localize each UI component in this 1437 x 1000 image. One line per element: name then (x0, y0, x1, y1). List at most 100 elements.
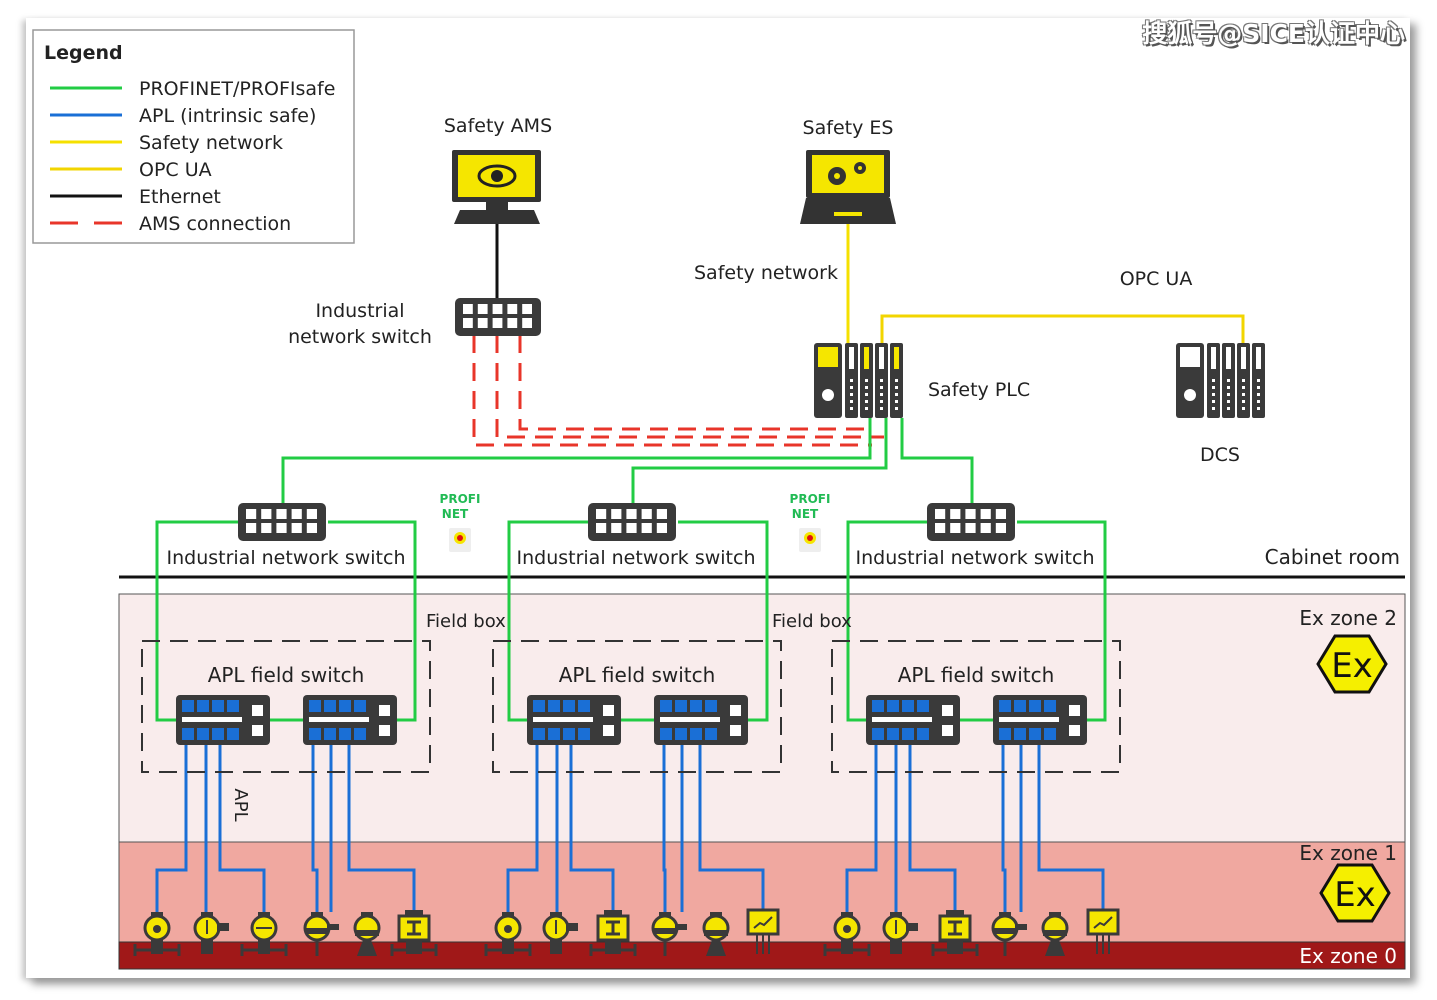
plc-led (1257, 400, 1260, 403)
plc-led (850, 407, 853, 410)
opcua-label: OPC UA (1120, 268, 1193, 290)
switch-port (656, 523, 667, 533)
apl-port (1014, 728, 1026, 740)
apl-port (309, 728, 321, 740)
temperature-transmitter-icon (193, 912, 229, 954)
plc-display (818, 347, 838, 367)
profinet-ring-link (328, 520, 417, 722)
apl-port (675, 728, 687, 740)
plc-module-slot (1211, 347, 1216, 369)
apl-switch-bar (660, 717, 720, 722)
field-box-label: Field box (426, 611, 506, 632)
apl-port (182, 700, 194, 712)
safety-es-node: Safety ES (800, 117, 896, 224)
flow-meter-icon (133, 912, 181, 956)
field-devices (133, 908, 1120, 956)
switch-body (588, 503, 676, 541)
plc-led (1227, 379, 1230, 382)
plc-led (1227, 407, 1230, 410)
laptop-trackpad (834, 212, 862, 216)
plc-led (1257, 393, 1260, 396)
links (155, 222, 1245, 912)
apl-field-switch (654, 695, 748, 745)
plc-led (1242, 379, 1245, 382)
ex-symbol-text: Ex (1334, 875, 1376, 915)
switch-port (477, 304, 488, 314)
plc-module-slot (1226, 347, 1231, 369)
switch-body (238, 503, 326, 541)
switch-port (306, 523, 317, 533)
switch-port (980, 509, 991, 519)
legend-label: OPC UA (139, 159, 212, 181)
laptop-base (800, 198, 896, 224)
profinet-logo: PROFINET (440, 492, 481, 552)
switch-port (950, 523, 961, 533)
switch-port (507, 304, 518, 314)
plc-module-slot (1256, 347, 1261, 369)
profinet-logo-line2: NET (792, 507, 819, 521)
profinet-link (900, 418, 974, 505)
switch-body (455, 298, 541, 336)
gears-icon (828, 162, 866, 185)
plc-led (865, 393, 868, 396)
ams-connection-link (518, 335, 868, 431)
level-radar-icon (991, 912, 1027, 956)
apl-port (227, 728, 239, 740)
field-box-outline (492, 640, 782, 773)
apl-port (533, 728, 545, 740)
apl-switch-led (603, 705, 614, 716)
apl-port (197, 728, 209, 740)
flow-mag-icon (931, 910, 979, 956)
switch-port (306, 509, 317, 519)
cabinet-network-switch (927, 503, 1015, 541)
apl-port (690, 700, 702, 712)
switch-port (261, 523, 272, 533)
switch-port (656, 509, 667, 519)
apl-port (578, 728, 590, 740)
apl-port (902, 700, 914, 712)
apl-port (872, 700, 884, 712)
flow-mag-icon (589, 910, 637, 956)
switch-port (611, 509, 622, 519)
switch-port (596, 523, 607, 533)
plc-module-slot (849, 347, 854, 369)
plc-led (880, 379, 883, 382)
switch-port (276, 523, 287, 533)
apl-field-switch-label: APL field switch (898, 663, 1055, 687)
profinet-logo-line1: PROFI (440, 492, 481, 506)
apl-label: APL (230, 788, 251, 821)
plc-module-slot (1241, 347, 1246, 369)
apl-switch-led (1069, 705, 1080, 716)
apl-port (339, 700, 351, 712)
switch-port (463, 304, 473, 314)
apl-port (548, 700, 560, 712)
zone2-label: Ex zone 2 (1299, 606, 1397, 630)
legend-item-ams: AMS connection (50, 213, 291, 235)
apl-link (908, 745, 957, 912)
cabinet-network-switch (588, 503, 676, 541)
switch-port (522, 318, 532, 328)
legend-item-opcua: OPC UA (50, 159, 212, 181)
apl-port (999, 700, 1011, 712)
apl-port (533, 700, 545, 712)
switch-port (492, 318, 503, 328)
opcua-link (880, 314, 1245, 345)
switch-port (246, 523, 257, 533)
plc-led (880, 393, 883, 396)
plc-button (1184, 389, 1196, 401)
apl-field-switch (527, 695, 621, 745)
legend-item-apl: APL (intrinsic safe) (50, 105, 316, 127)
plc-led (1257, 379, 1260, 382)
switch-port (463, 318, 473, 328)
apl-link (845, 745, 878, 912)
plc-led (850, 393, 853, 396)
switch-body (927, 503, 1015, 541)
plc-led (1212, 400, 1215, 403)
top-switch-label: Industrial (315, 300, 404, 322)
apl-port (212, 700, 224, 712)
plc-led (850, 386, 853, 389)
switch-port (626, 523, 637, 533)
plc-led (850, 400, 853, 403)
apl-port (1029, 700, 1041, 712)
plc-led (1212, 379, 1215, 382)
